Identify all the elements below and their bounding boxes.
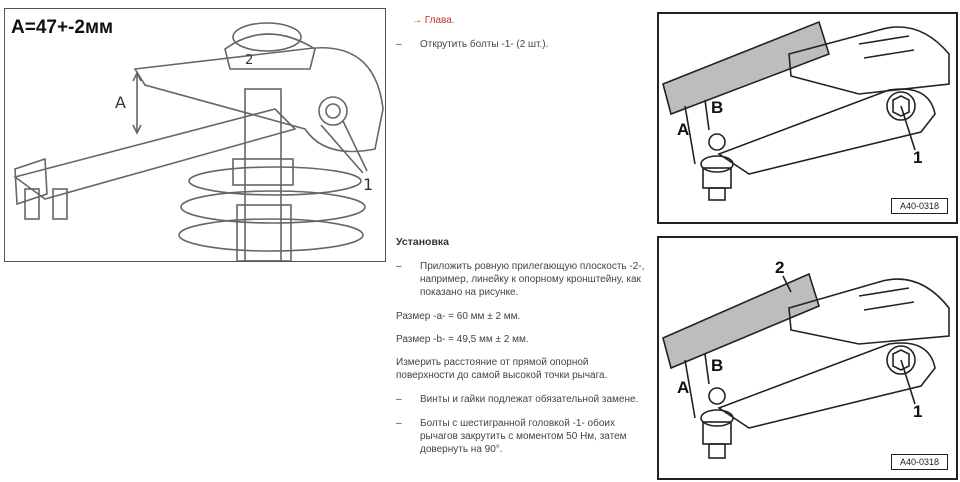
list-item-text: Приложить ровную прилегающую плоскость -… [420, 261, 645, 298]
dimension-a-label: A [677, 378, 690, 397]
chapter-link[interactable]: → Глава. [412, 15, 455, 26]
list-item-replace: – Винты и гайки подлежат обязательной за… [396, 393, 648, 406]
ruler-label: 2 [775, 258, 785, 277]
right-bottom-drawing [662, 272, 950, 459]
list-item-torque: – Болты с шестигранной головкой -1- обои… [396, 417, 648, 456]
size-a: Размер -а- = 60 мм ± 2 мм. [396, 311, 521, 322]
dimension-b-label: B [711, 356, 724, 375]
list-item-text: Болты с шестигранной головкой -1- обоих … [420, 418, 627, 455]
left-diagram: A=47+-2мм A 1 2 [4, 8, 386, 262]
arrow-label: 2 [245, 53, 254, 68]
instructions-text: → Глава. – Открутить болты -1- (2 шт.). … [388, 0, 650, 482]
list-dash: – [396, 39, 402, 50]
bolt-label: 1 [363, 175, 374, 194]
figure-code: A40-0318 [890, 198, 948, 214]
list-item-ruler: – Приложить ровную прилегающую плоскость… [396, 260, 648, 299]
measure-note: Измерить расстояние от прямой опорной по… [396, 357, 608, 381]
section-heading-install: Установка [396, 236, 449, 248]
bolt-label: 1 [913, 148, 923, 167]
list-dash: – [396, 261, 402, 272]
size-b: Размер -b- = 49,5 мм ± 2 мм. [396, 334, 529, 345]
right-bottom-diagram: A B 1 2 A40-0318 [657, 236, 958, 480]
dimension-b-label: B [711, 98, 724, 117]
list-item-bolts: – Открутить болты -1- (2 шт.). [396, 38, 648, 51]
dimension-a-label: A [677, 120, 690, 139]
dimension-caption: A=47+-2мм [11, 17, 114, 38]
right-top-diagram: A B 1 A40-0318 [657, 12, 958, 224]
list-dash: – [396, 394, 402, 405]
figure-code: A40-0318 [890, 454, 948, 470]
list-dash: – [396, 418, 402, 429]
list-item-text: Открутить болты -1- (2 шт.). [420, 39, 549, 50]
bolt-label: 1 [913, 402, 923, 421]
dimension-a-label: A [115, 93, 126, 112]
right-top-drawing [662, 20, 950, 201]
list-item-text: Винты и гайки подлежат обязательной заме… [420, 394, 639, 405]
left-diagram-drawing [13, 22, 384, 261]
